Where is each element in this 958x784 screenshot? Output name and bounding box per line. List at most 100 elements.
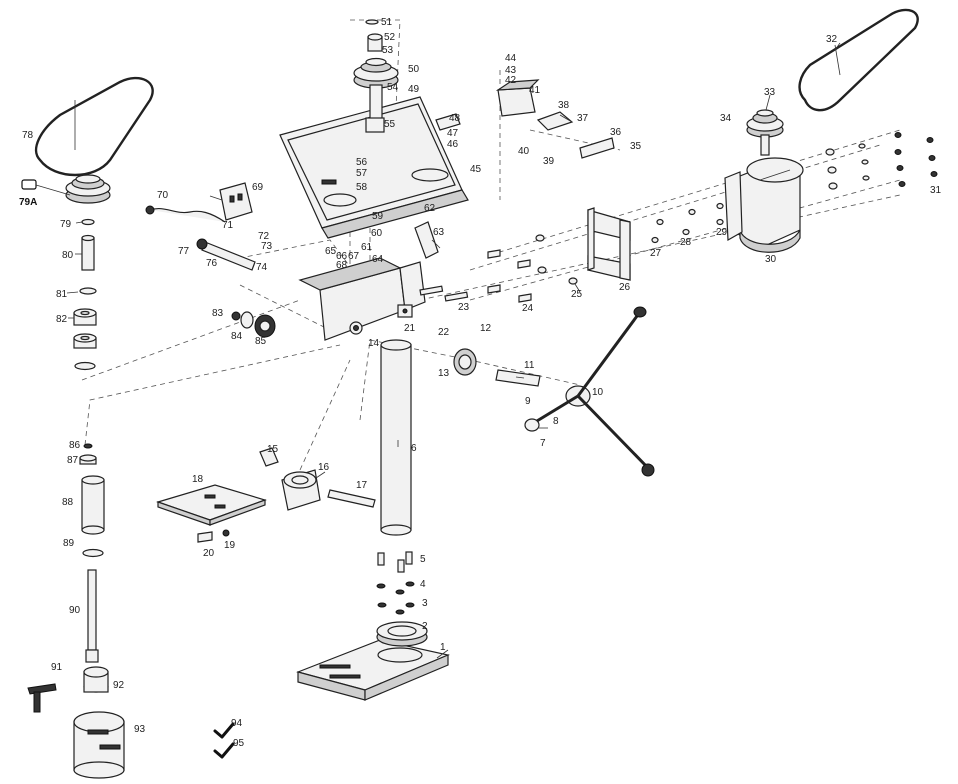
part-label: 61 — [361, 242, 373, 253]
part-label: 43 — [505, 65, 517, 76]
belt-32 — [798, 8, 919, 112]
part-label: 29 — [716, 227, 728, 238]
chuck-guard-93 — [73, 711, 125, 779]
part-label: 80 — [62, 250, 74, 261]
part-label: 38 — [558, 100, 570, 111]
part-label: 18 — [192, 474, 204, 485]
part-label: 2 — [422, 621, 428, 632]
part-label: 21 — [404, 323, 416, 334]
part-label: 56 — [356, 157, 368, 168]
part-label: 91 — [51, 662, 63, 673]
part-label: 83 — [212, 308, 224, 319]
part-label: 79A — [19, 197, 37, 208]
part-label: 40 — [518, 146, 530, 157]
part-label: 57 — [356, 168, 368, 179]
part-label: 74 — [256, 262, 268, 273]
part-label: 37 — [577, 113, 589, 124]
feed-handle-hub-10 — [524, 306, 655, 477]
part-label: 51 — [381, 17, 393, 28]
part-label: 59 — [372, 211, 384, 222]
part-label: 6 — [411, 443, 417, 454]
checkmark-icon — [213, 742, 235, 759]
part-label: 66 — [336, 251, 348, 262]
pulley-cover-45 — [279, 96, 469, 239]
depth-stop-83-85 — [231, 311, 276, 338]
part-label: 79 — [60, 219, 72, 230]
part-label: 24 — [522, 303, 534, 314]
part-label: 44 — [505, 53, 517, 64]
part-label: 76 — [206, 258, 218, 269]
part-label: 27 — [650, 248, 662, 259]
part-label: 68 — [336, 260, 348, 271]
spindle-pulley-top-53 — [353, 19, 399, 133]
label-box-79a — [21, 179, 37, 190]
feed-shaft-70 — [145, 205, 256, 271]
part-label: 65 — [325, 246, 337, 257]
part-label: 48 — [449, 113, 461, 124]
part-label: 45 — [470, 164, 482, 175]
part-label: 33 — [764, 87, 776, 98]
part-label: 60 — [371, 228, 383, 239]
part-label: 22 — [438, 327, 450, 338]
part-label: 77 — [178, 246, 190, 257]
part-label: 28 — [680, 237, 692, 248]
quill-assembly — [79, 443, 109, 693]
part-label: 17 — [356, 480, 368, 491]
part-label: 14 — [368, 338, 380, 349]
part-label: 9 — [525, 396, 531, 407]
part-label: 89 — [63, 538, 75, 549]
pinion-13 — [453, 348, 477, 376]
part-label: 71 — [222, 220, 234, 231]
part-label: 82 — [56, 314, 68, 325]
chuck-key-91 — [27, 683, 57, 713]
part-label: 70 — [157, 190, 169, 201]
bolts-washers-3-5 — [376, 551, 415, 615]
part-label: 10 — [592, 387, 604, 398]
table-bracket-16 — [259, 447, 376, 511]
part-label: 7 — [540, 438, 546, 449]
part-label: 11 — [524, 360, 535, 371]
part-label: 93 — [134, 724, 146, 735]
shaft-11 — [495, 369, 541, 387]
motor-bracket-26 — [587, 207, 631, 281]
table-18 — [156, 484, 267, 526]
lever-63 — [414, 221, 439, 259]
part-label: 31 — [930, 185, 942, 196]
head-housing — [298, 257, 426, 341]
part-label: 58 — [356, 182, 368, 193]
belt-78 — [34, 76, 154, 177]
part-label: 88 — [62, 497, 74, 508]
base-1 — [296, 639, 450, 701]
part-label: 1 — [440, 642, 446, 653]
part-label: 87 — [67, 455, 79, 466]
part-label: 12 — [480, 323, 492, 334]
bearing-set-82 — [73, 308, 97, 371]
ring-79 — [81, 218, 95, 226]
part-label: 32 — [826, 34, 838, 45]
part-label: 72 — [258, 231, 270, 242]
part-label: 64 — [372, 254, 384, 265]
part-label: 54 — [387, 82, 399, 93]
part-label: 42 — [505, 75, 517, 86]
part-label: 41 — [529, 85, 541, 96]
motor-30 — [724, 157, 804, 253]
part-label: 63 — [433, 227, 445, 238]
washers-and-nuts — [535, 132, 938, 285]
part-label: 26 — [619, 282, 631, 293]
bolt-19 — [222, 529, 230, 537]
part-label: 35 — [630, 141, 642, 152]
part-label: 19 — [224, 540, 236, 551]
part-label: 69 — [252, 182, 264, 193]
part-label: 5 — [420, 554, 426, 565]
part-label: 95 — [233, 738, 245, 749]
part-label: 8 — [553, 416, 559, 427]
column-6 — [380, 339, 412, 536]
belt-tension-bracket — [435, 79, 615, 159]
part-label: 30 — [765, 254, 777, 265]
part-label: 20 — [203, 548, 215, 559]
switch-box-69 — [219, 182, 253, 221]
flange-2 — [376, 621, 428, 647]
part-label: 73 — [261, 241, 273, 252]
